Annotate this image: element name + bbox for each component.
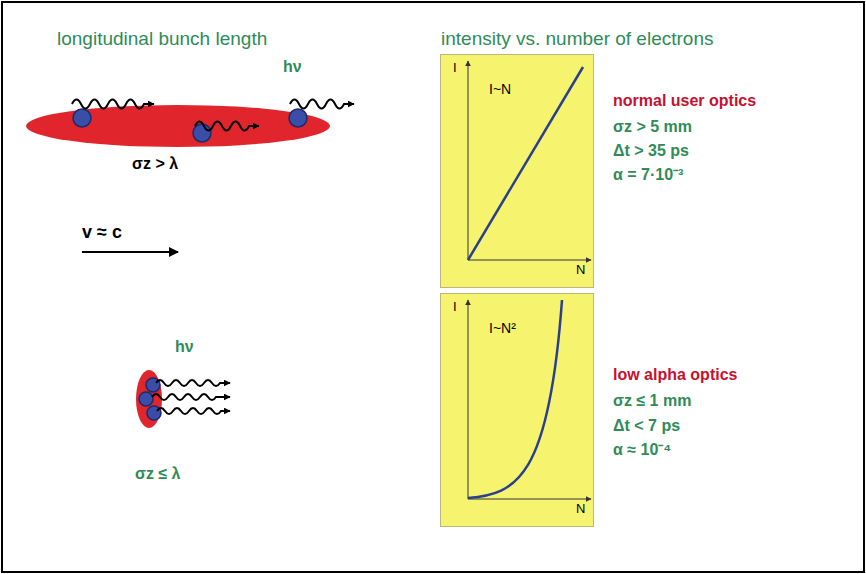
intensity-curve	[468, 67, 583, 260]
y-axis	[468, 300, 469, 499]
parameter-value: σz > 5 mm	[613, 118, 692, 136]
photon-label: hν	[175, 338, 194, 356]
axis-label: N	[576, 502, 585, 517]
intensity-chart: I I~N² N	[440, 293, 594, 527]
photon-label: hν	[283, 58, 302, 76]
chart-axes	[441, 55, 593, 287]
optics-heading: low alpha optics	[613, 366, 737, 384]
photon-wave	[290, 100, 354, 109]
section-heading: intensity vs. number of electrons	[441, 28, 713, 50]
parameter-value: σz ≤ 1 mm	[613, 392, 691, 410]
optics-heading: normal user optics	[613, 92, 756, 110]
x-axis	[468, 260, 591, 261]
short-bunch	[136, 370, 162, 428]
electron	[193, 124, 211, 142]
y-axis	[468, 61, 469, 260]
chart-formula: I~N	[489, 81, 511, 97]
photon-wave	[195, 122, 259, 131]
intensity-chart: I I~N N	[440, 54, 594, 288]
parameter-value: Δt < 7 ps	[613, 417, 680, 435]
electron	[289, 109, 307, 127]
electron	[73, 109, 91, 127]
parameter-value: α = 7·10⁻³	[613, 166, 683, 184]
photon-wave	[157, 408, 230, 414]
parameter-value: α ≈ 10⁻⁴	[613, 441, 671, 459]
long-bunch	[26, 105, 330, 147]
velocity-label: v ≈ c	[82, 222, 122, 243]
condition-label: σz ≤ λ	[135, 465, 181, 483]
photon-wave	[152, 394, 230, 400]
parameter-value: Δt > 35 ps	[613, 142, 689, 160]
photon-wave	[156, 380, 230, 386]
intensity-curve	[468, 300, 562, 498]
section-heading: longitudinal bunch length	[57, 28, 267, 50]
electron	[139, 392, 153, 406]
chart-axes	[441, 294, 593, 526]
velocity-arrow	[82, 251, 178, 253]
x-axis	[468, 499, 591, 500]
condition-label: σz > λ	[132, 155, 178, 173]
axis-label: I	[453, 61, 457, 76]
axis-label: I	[453, 300, 457, 315]
chart-formula: I~N²	[489, 320, 516, 336]
axis-label: N	[576, 263, 585, 278]
photon-wave	[72, 100, 154, 109]
